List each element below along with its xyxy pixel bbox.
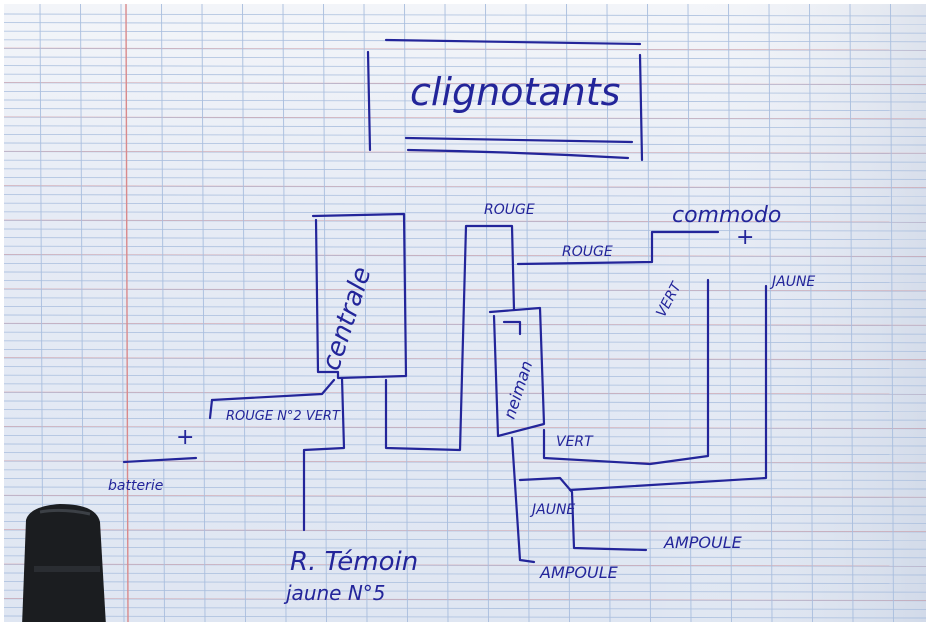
ampoule-1-label: AMPOULE (663, 533, 743, 552)
plus-right-label: + (736, 225, 754, 250)
ampoule-2-label: AMPOULE (539, 563, 619, 582)
rouge-mid-label: ROUGE (562, 244, 613, 260)
vert-low-label: VERT (556, 434, 594, 450)
jaune-low-label: JAUNE (529, 502, 575, 518)
jaune-right-label: JAUNE (769, 274, 815, 290)
dark-object (22, 504, 106, 626)
title-label: clignotants (410, 70, 620, 114)
plus-left-label: + (176, 425, 194, 450)
jaune-n5-label: jaune N°5 (283, 581, 386, 605)
rouge-top-label: ROUGE (484, 202, 535, 218)
batterie-label: batterie (108, 478, 163, 494)
r-temoin-label: R. Témoin (290, 547, 418, 577)
commodo-label: commodo (672, 203, 781, 228)
rouge-vert-n2-label: ROUGE N°2 VERT (226, 409, 341, 424)
handwritten-diagram (122, 38, 768, 564)
